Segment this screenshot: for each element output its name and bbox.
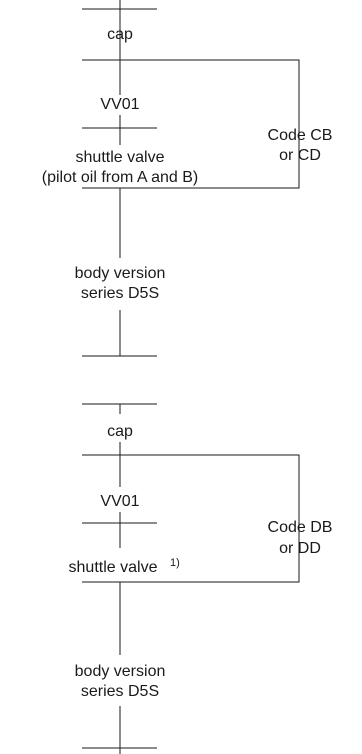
shuttle-valve-label: shuttle valve — [69, 559, 158, 576]
code-bracket — [82, 59, 300, 189]
valve-label: VV01 — [100, 96, 139, 113]
shuttle-valve-label-line-2: (pilot oil from A and B) — [42, 169, 199, 186]
stack-2: cap VV01 Code DB or DD shuttle valve 1) … — [69, 403, 333, 754]
cap-label: cap — [107, 26, 133, 43]
code-label-line-2: or DD — [279, 540, 321, 557]
valve-label: VV01 — [100, 493, 139, 510]
body-version-label-line-1: body version — [75, 265, 166, 282]
code-bracket — [82, 454, 300, 583]
shuttle-valve-label-line-1: shuttle valve — [76, 149, 165, 166]
stack-1: cap VV01 Code CB or CD shuttle valve (pi… — [42, 0, 333, 357]
body-version-label-line-1: body version — [75, 663, 166, 680]
body-version-label-line-2: series D5S — [81, 683, 159, 700]
code-label-line-2: or CD — [279, 147, 321, 164]
footnote-marker: 1) — [170, 557, 180, 569]
cap-label: cap — [107, 423, 133, 440]
code-label-line-1: Code CB — [268, 127, 333, 144]
body-version-label-line-2: series D5S — [81, 285, 159, 302]
code-label-line-1: Code DB — [268, 519, 333, 536]
